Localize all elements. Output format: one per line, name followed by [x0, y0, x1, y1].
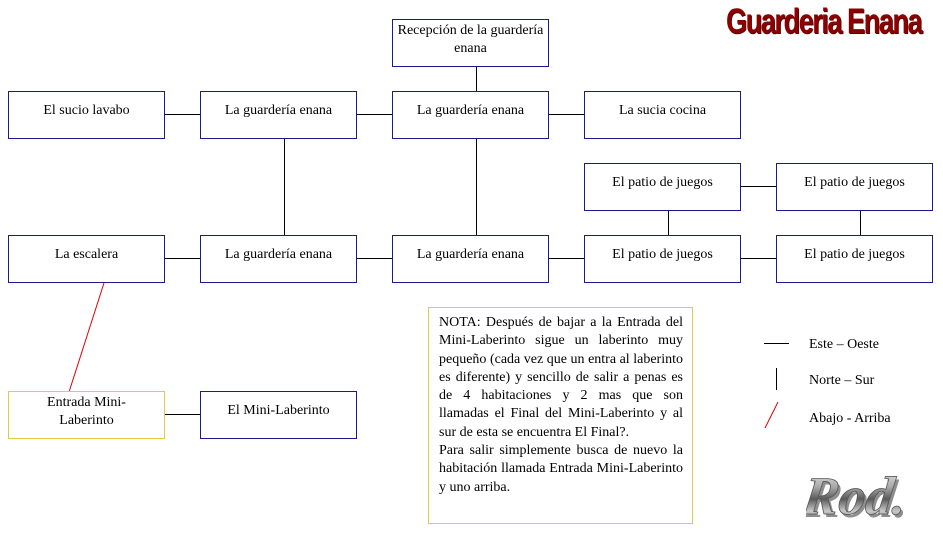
- room-mini-maze: El Mini-Laberinto: [200, 391, 357, 439]
- connector-east-west: [356, 258, 393, 259]
- room-nursery: La guardería enana: [200, 235, 357, 283]
- connector-north-south: [668, 211, 669, 236]
- connector-north-south: [284, 139, 285, 236]
- room-mini-maze-entrance: Entrada Mini-Laberinto: [8, 391, 165, 439]
- legend-east-west-label: Este – Oeste: [809, 337, 879, 352]
- room-dirty-washroom: El sucio lavabo: [8, 91, 165, 139]
- legend-down-up-label: Abajo - Arriba: [809, 411, 891, 426]
- map-title: Guarderia Enana: [726, 2, 923, 41]
- svg-text:Rod.: Rod.: [806, 469, 906, 526]
- connector-north-south: [860, 211, 861, 236]
- room-nursery: La guardería enana: [200, 91, 357, 139]
- room-playground: El patio de juegos: [584, 163, 741, 211]
- connector-east-west: [740, 258, 777, 259]
- legend-down-up-line: [764, 401, 779, 429]
- connector-east-west: [740, 186, 777, 187]
- room-stairs: La escalera: [8, 235, 165, 283]
- note-paragraph: Para salir simplemente busca de nuevo la…: [439, 443, 683, 495]
- connector-east-west: [548, 114, 585, 115]
- room-nursery: La guardería enana: [392, 235, 549, 283]
- connector-east-west: [164, 258, 201, 259]
- note-box: NOTA: Después de bajar a la Entrada del …: [428, 307, 693, 524]
- note-paragraph: NOTA: Después de bajar a la Entrada del …: [439, 315, 683, 440]
- room-dirty-kitchen: La sucia cocina: [584, 91, 741, 139]
- connector-east-west: [356, 114, 393, 115]
- svg-text:Rod.: Rod.: [806, 466, 906, 526]
- connector-east-west: [164, 114, 201, 115]
- room-playground: El patio de juegos: [584, 235, 741, 283]
- room-playground: El patio de juegos: [776, 235, 933, 283]
- room-playground: El patio de juegos: [776, 163, 933, 211]
- legend-north-south-line: [776, 368, 777, 390]
- connector-east-west: [548, 258, 585, 259]
- room-reception: Recepción de la guardería enana: [392, 19, 549, 67]
- connector-north-south: [476, 139, 477, 236]
- connector-east-west: [164, 414, 201, 415]
- room-nursery: La guardería enana: [392, 91, 549, 139]
- legend-east-west-line: [764, 343, 789, 344]
- connector-north-south: [476, 67, 477, 92]
- legend-north-south-label: Norte – Sur: [809, 373, 875, 388]
- signature-logo: Rod. Rod.: [806, 466, 906, 526]
